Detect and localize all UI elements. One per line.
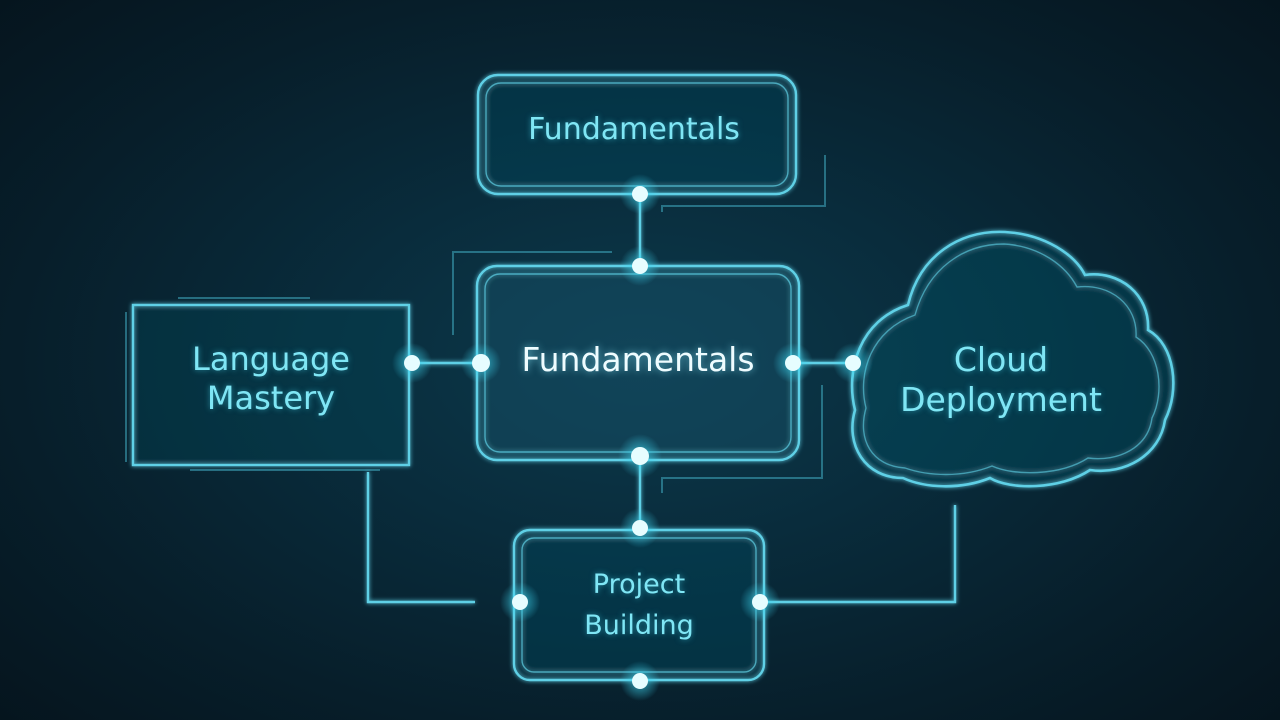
dot-cloud-left: [833, 343, 873, 383]
trace-top-left: [452, 251, 612, 335]
node-language-mastery-box[interactable]: [131, 303, 411, 467]
dot-center-top: [620, 246, 660, 286]
node-label-top-fundamentals: Fundamentals: [478, 112, 790, 149]
node-label-line: Deployment: [900, 380, 1102, 420]
trace-top-right: [661, 155, 826, 212]
dot-top-bottom: [620, 174, 660, 214]
connection-dots: [392, 174, 873, 701]
diagram-nodes: [131, 73, 1175, 682]
dot-center-left: [461, 343, 501, 383]
dot-project-bottom: [620, 661, 660, 701]
node-label-language-mastery: Language Mastery: [135, 340, 407, 418]
node-label-line: Mastery: [206, 379, 336, 418]
dot-project-left: [500, 582, 540, 622]
dot-center-bottom: [618, 434, 662, 478]
trace-lower-right: [661, 385, 823, 493]
node-label-line: Language: [192, 340, 350, 378]
node-label-line: Project: [592, 569, 686, 600]
dot-center-right: [773, 343, 813, 383]
node-label-center-fundamentals: Fundamentals: [482, 340, 794, 380]
node-label-cloud-deployment: Cloud Deployment: [870, 340, 1132, 421]
dot-project-top: [620, 508, 660, 548]
node-label-line: Fundamentals: [521, 340, 755, 379]
node-label-line: Cloud: [953, 340, 1049, 379]
decorative-circuit-traces: [125, 155, 826, 493]
dot-language-right: [392, 343, 432, 383]
dot-project-right: [740, 582, 780, 622]
node-label-line: Building: [584, 609, 694, 641]
edge-left-to-bottom: [366, 472, 475, 604]
node-label-project-building: Project Building: [520, 565, 758, 646]
edge-right-to-bottom: [760, 505, 957, 604]
node-label-line: Fundamentals: [528, 112, 740, 147]
